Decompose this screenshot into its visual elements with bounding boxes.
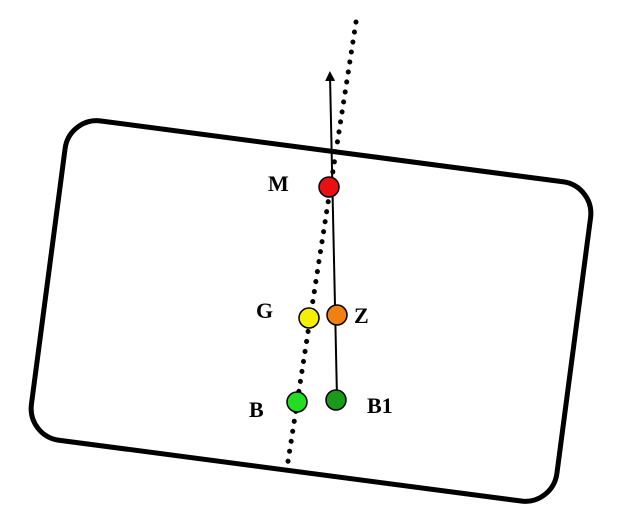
label-g: G bbox=[256, 298, 273, 323]
point-b bbox=[286, 391, 308, 413]
label-b1: B1 bbox=[367, 393, 393, 418]
label-z: Z bbox=[354, 303, 369, 328]
point-g bbox=[298, 307, 320, 329]
point-m bbox=[318, 176, 340, 198]
point-z bbox=[326, 304, 348, 326]
vertical-arrow-line bbox=[325, 71, 338, 399]
point-b1 bbox=[325, 389, 347, 411]
label-m: M bbox=[268, 171, 289, 196]
label-b: B bbox=[249, 397, 264, 422]
